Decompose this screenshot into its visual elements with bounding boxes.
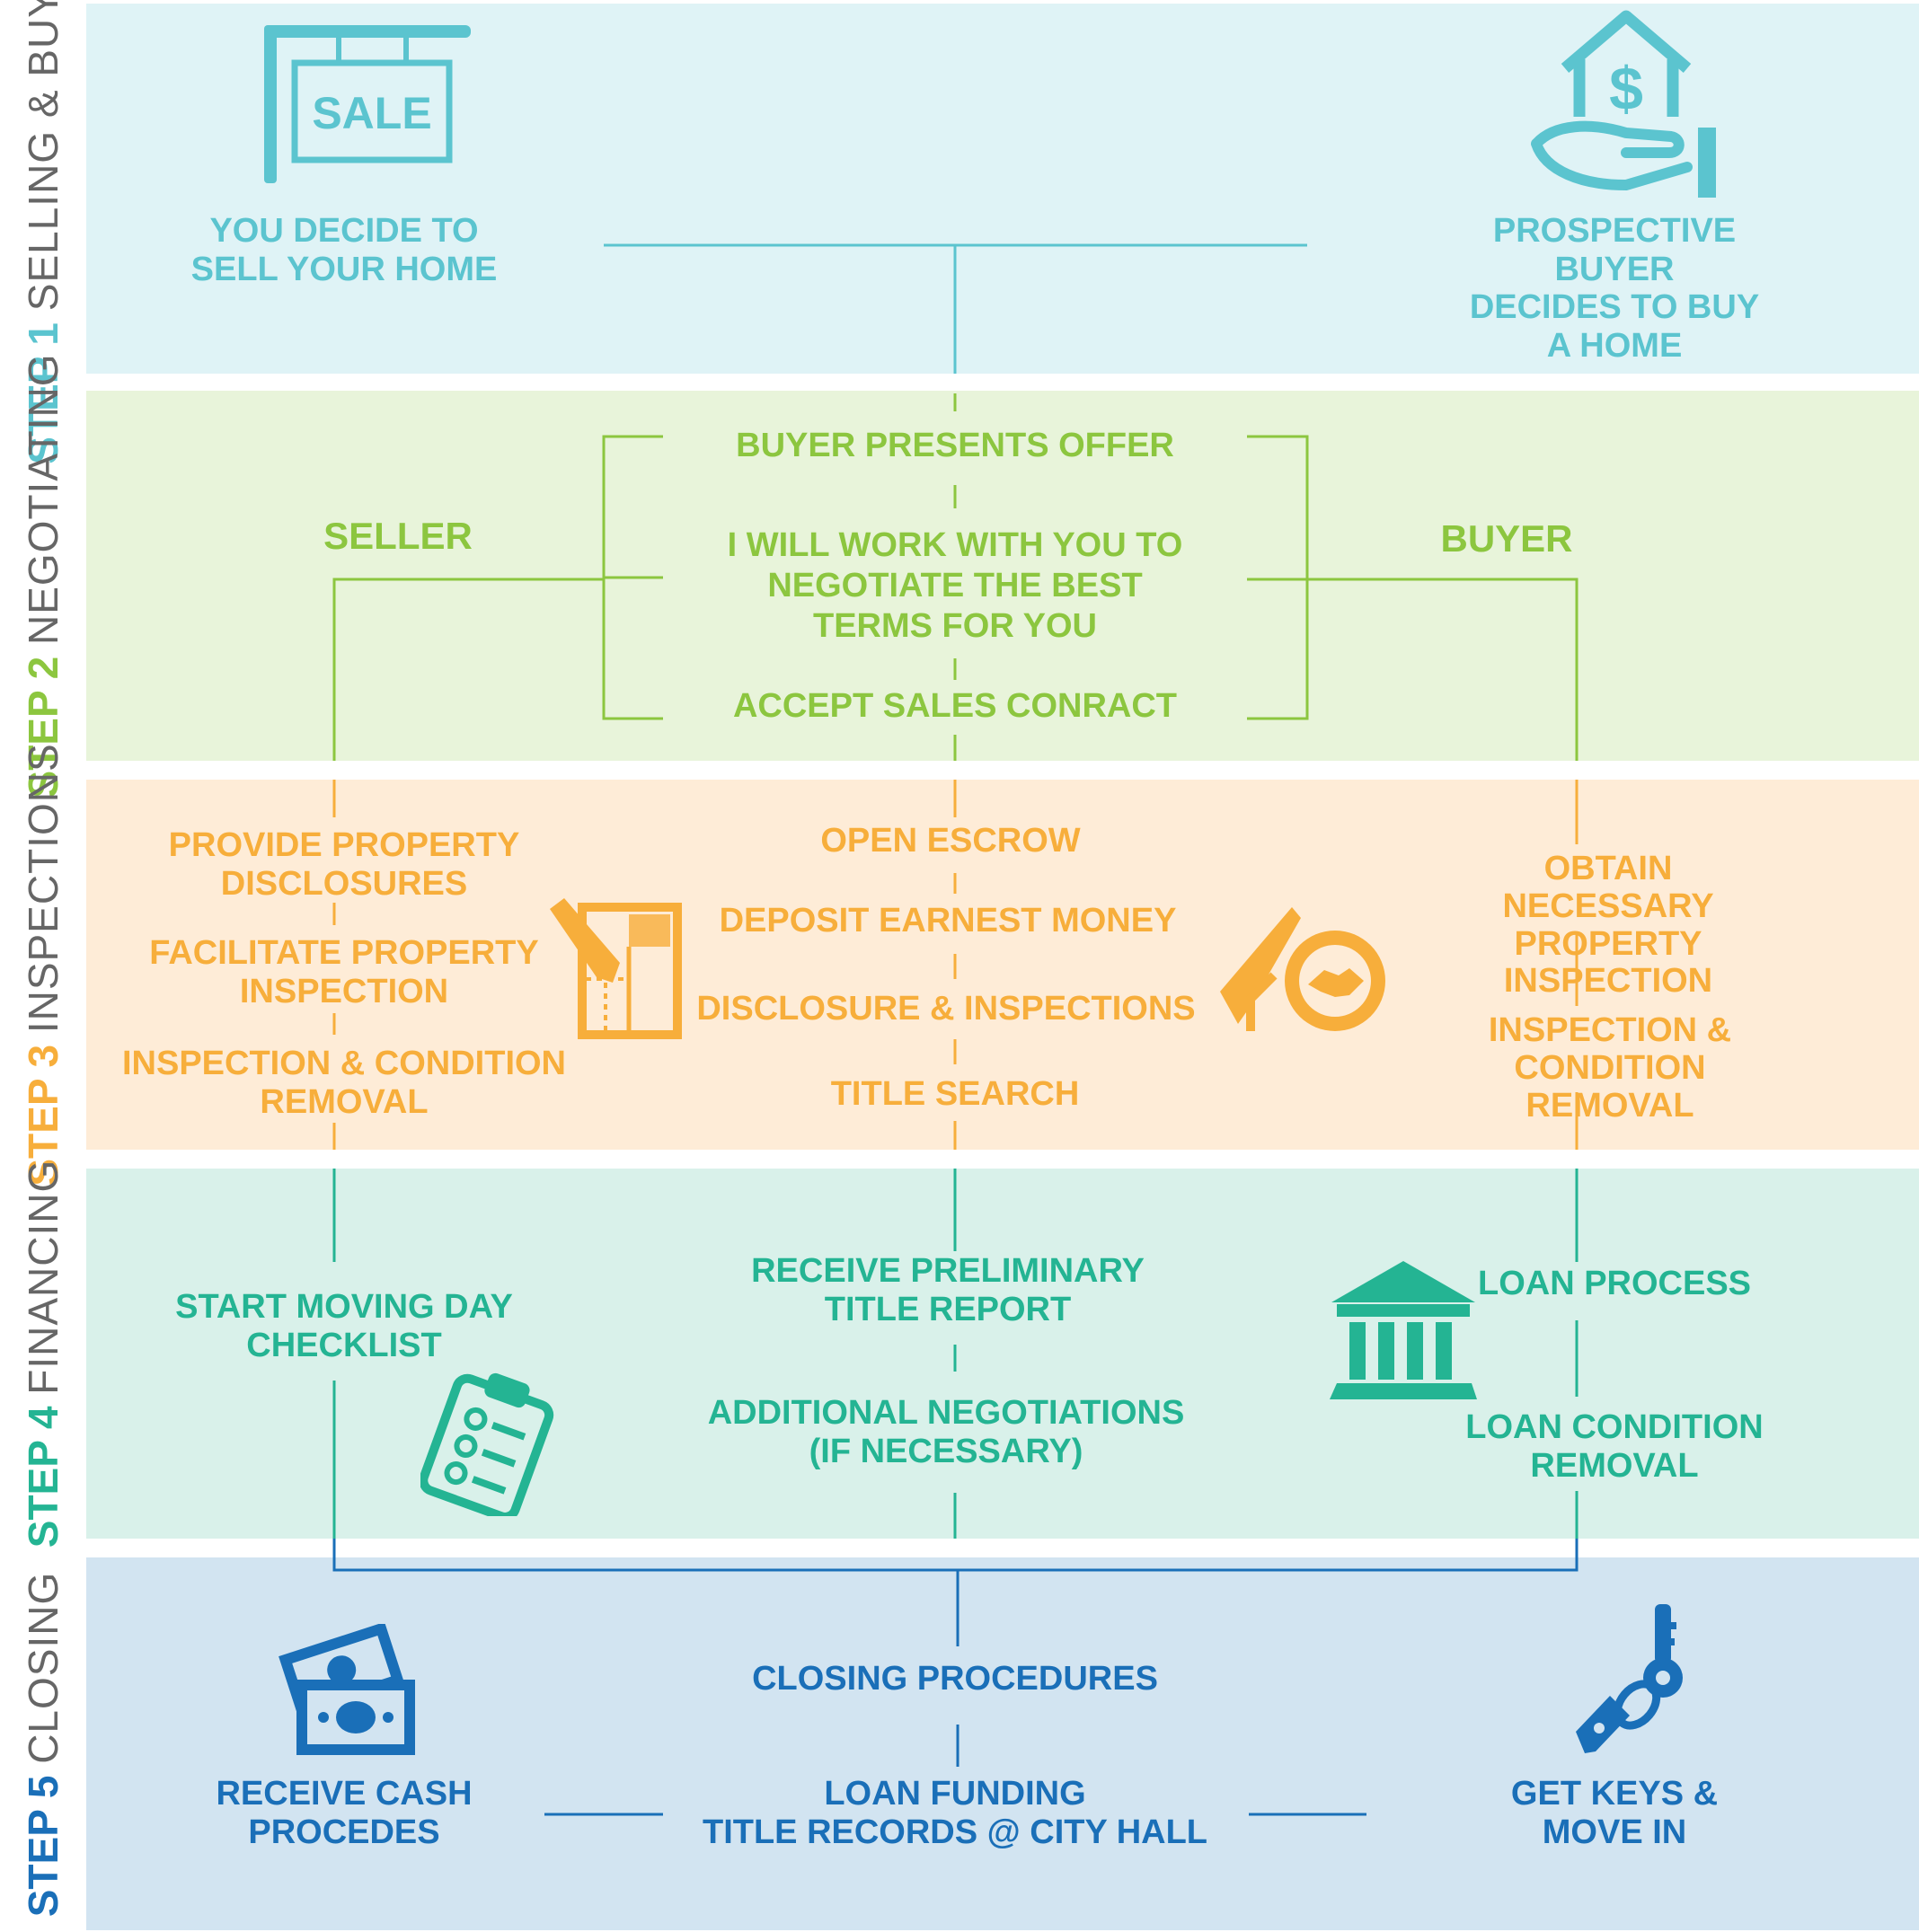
house-dollar-hand-icon: $ [1531, 10, 1716, 198]
step3-buyer-item: OBTAIN NECESSARY PROPERTY INSPECTION [1502, 850, 1714, 1001]
bank-icon [1330, 1261, 1477, 1399]
keys-icon [1576, 1604, 1683, 1753]
step3-center-item: DISCLOSURE & INSPECTIONS [696, 990, 1196, 1028]
step5-buyer-item: GET KEYS & MOVE IN [1510, 1775, 1719, 1851]
step4-center-item: RECEIVE PRELIMINARY TITLE REPORT [751, 1252, 1145, 1328]
step4-band [86, 1169, 1919, 1539]
step2-center-item: I WILL WORK WITH YOU TO NEGOTIATE THE BE… [727, 526, 1183, 645]
step4-seller-item: START MOVING DAY CHECKLIST [175, 1288, 513, 1364]
step5-seller-item: RECEIVE CASH PROCEDES [216, 1775, 473, 1851]
step3-center-item: DEPOSIT EARNEST MONEY [719, 902, 1177, 940]
step3-center-item: TITLE SEARCH [830, 1075, 1080, 1113]
step4-center-item: ADDITIONAL NEGOTIATIONS (IF NECESSARY) [707, 1394, 1185, 1470]
sale-sign-icon: SALE [264, 25, 471, 183]
step3-seller-item: INSPECTION & CONDITION REMOVAL [121, 1045, 567, 1121]
step2-buyer-label: BUYER [1440, 517, 1573, 560]
step2-center-item: ACCEPT SALES CONRACT [732, 687, 1178, 725]
step3-seller-item: FACILITATE PROPERTY INSPECTION [149, 934, 539, 1010]
step4-buyer-item: LOAN PROCESS [1477, 1265, 1752, 1302]
step2-center-item: BUYER PRESENTS OFFER [736, 427, 1174, 464]
step5-center-item: LOAN FUNDING TITLE RECORDS @ CITY HALL [702, 1775, 1208, 1851]
svg-text:SALE: SALE [312, 88, 431, 138]
step2-seller-label: SELLER [323, 515, 473, 557]
step5-center-item: CLOSING PROCEDURES [752, 1660, 1158, 1698]
step4-buyer-item: LOAN CONDITION REMOVAL [1465, 1408, 1764, 1485]
blueprint-icon [550, 898, 682, 1039]
cash-icon [279, 1624, 415, 1755]
step2-band [86, 391, 1919, 761]
step1-seller-text: YOU DECIDE TO SELL YOUR HOME [190, 212, 498, 288]
checklist-clipboard-icon [420, 1372, 554, 1516]
step3-center-item: OPEN ESCROW [820, 822, 1081, 860]
step3-buyer-item: INSPECTION & CONDITION REMOVAL [1488, 1011, 1732, 1125]
house-handshake-icon [1220, 907, 1385, 1031]
step3-seller-item: PROVIDE PROPERTY DISCLOSURES [168, 826, 520, 903]
step1-buyer-text: PROSPECTIVE BUYER DECIDES TO BUY A HOME [1469, 212, 1760, 365]
step3-band [86, 780, 1919, 1150]
svg-text:$: $ [1609, 55, 1643, 123]
